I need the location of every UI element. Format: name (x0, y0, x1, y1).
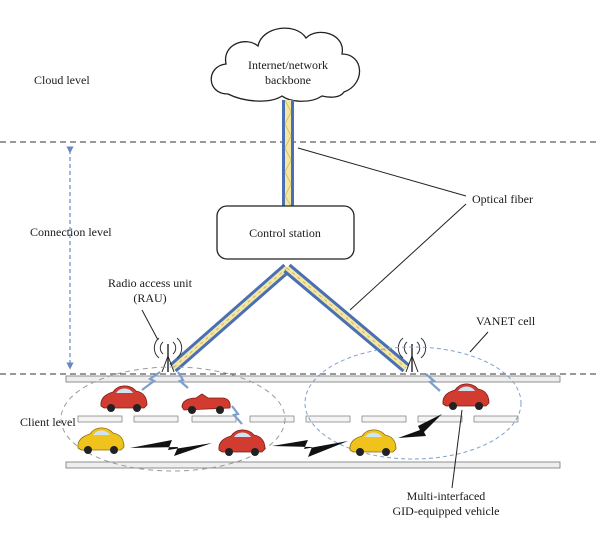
fiber-backbone (282, 99, 294, 207)
car-yellow-2 (349, 429, 397, 456)
car-red-3 (218, 429, 266, 456)
control-station-box (216, 205, 355, 260)
vanet-cell-right (304, 346, 522, 460)
rau-label-line1: Radio access unit (108, 276, 193, 290)
fiber-left (169, 263, 291, 373)
vehicle-label-line1: Multi-interfaced (407, 489, 486, 503)
car-red-convertible (181, 393, 231, 414)
rau-antenna-left (153, 337, 183, 373)
v2v-link-2 (272, 440, 348, 457)
cloud-label-line1: Internet/network (248, 58, 328, 72)
rau-label-line2: (RAU) (133, 291, 166, 305)
vehicle-label-line2: GID-equipped vehicle (393, 504, 500, 518)
cloud-label-line2: backbone (265, 73, 311, 87)
car-red-2 (442, 383, 490, 410)
vanet-cell-label: VANET cell (476, 314, 536, 328)
cloud-level-label: Cloud level (34, 73, 90, 87)
fiber-right (283, 263, 410, 373)
vanet-cell-left (60, 366, 286, 472)
car-yellow-1 (77, 427, 125, 454)
connection-level-label: Connection level (30, 225, 112, 239)
wireless-link-car-to-car-blue (231, 405, 243, 425)
v2v-link-3 (398, 414, 442, 438)
optical-fiber-label: Optical fiber (472, 192, 533, 206)
wireless-link-rau-left-2 (177, 371, 189, 389)
vanet-cell-pointer (469, 331, 489, 353)
wireless-link-rau-left-1 (141, 371, 161, 391)
v2v-link-1 (130, 440, 212, 456)
client-level-label: Client level (20, 415, 76, 429)
control-station-label: Control station (249, 226, 321, 240)
road-bottom-curb (65, 461, 561, 469)
road-top-curb (65, 375, 561, 383)
vehicle-label-pointer (451, 409, 463, 489)
optical-fiber-pointer-bottom (349, 203, 467, 311)
rau-pointer (141, 309, 159, 341)
car-red-1 (100, 385, 148, 412)
optical-fiber-pointer-top (297, 147, 467, 197)
cloud-shape (210, 27, 361, 102)
wireless-link-rau-right (425, 373, 441, 392)
lane-markings (77, 415, 519, 423)
